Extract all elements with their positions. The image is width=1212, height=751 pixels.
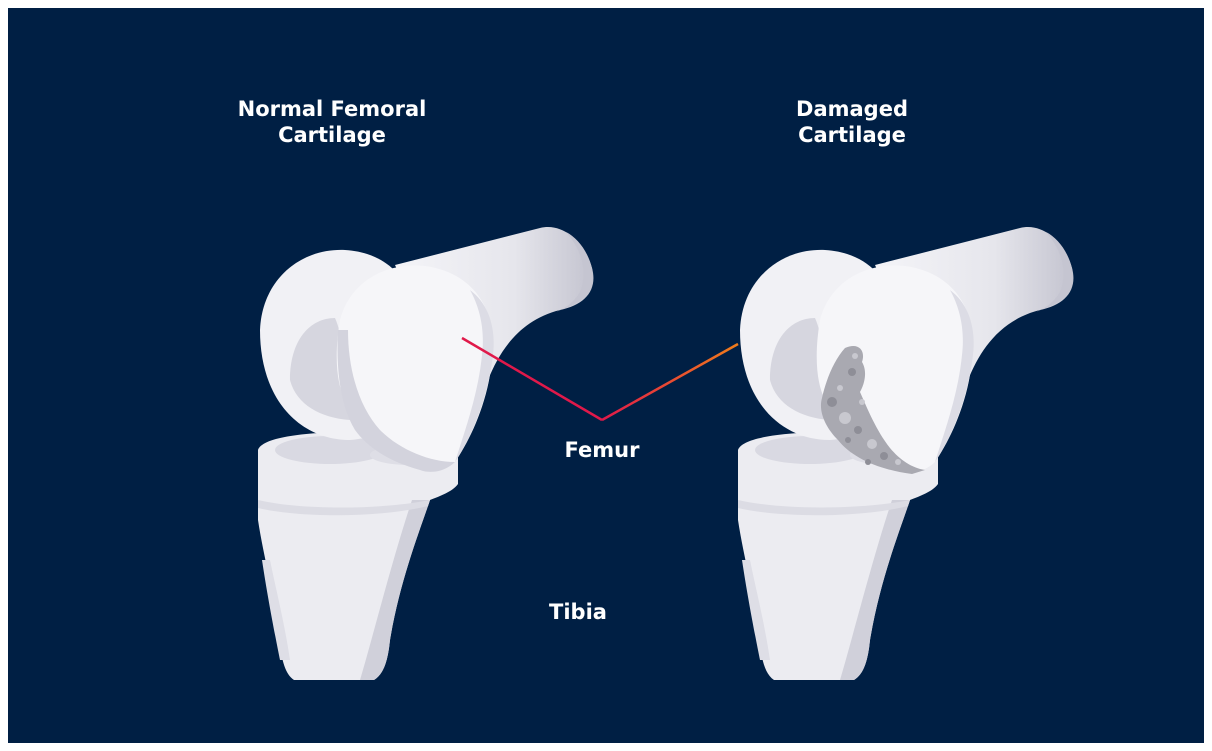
damaged-cartilage-label-line1: Damaged xyxy=(782,96,922,122)
normal-cartilage-label-line2: Cartilage xyxy=(232,122,432,148)
normal-cartilage-label: Normal Femoral Cartilage xyxy=(232,96,432,148)
tibia-label: Tibia xyxy=(538,599,618,625)
damaged-cartilage-label: Damaged Cartilage xyxy=(782,96,922,148)
femur-line-right xyxy=(602,344,738,420)
normal-cartilage-label-line1: Normal Femoral xyxy=(232,96,432,122)
damaged-cartilage-label-line2: Cartilage xyxy=(782,122,922,148)
femur-label: Femur xyxy=(552,437,652,463)
